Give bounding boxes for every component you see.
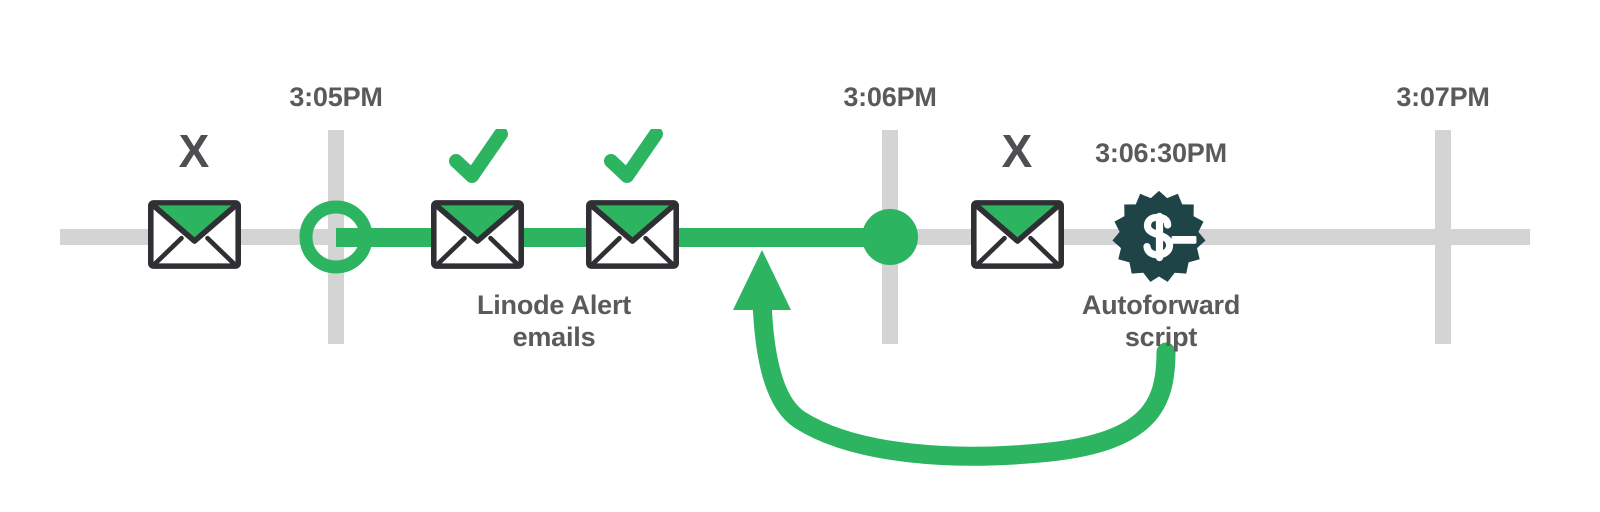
- autoforward-time-label: 3:06:30PM: [1095, 138, 1227, 168]
- tick-307-line: [1435, 130, 1451, 344]
- x-icon: X: [178, 125, 210, 177]
- envelope-icon: [974, 203, 1061, 266]
- autoforward-script-label: Autoforward script: [1081, 290, 1241, 352]
- envelope-icon: [434, 203, 521, 266]
- envelope-icon: [151, 203, 238, 266]
- autoforward-feedback-arrow: [733, 250, 1176, 466]
- arrow-head-icon: [733, 250, 791, 310]
- check-icon: [456, 134, 501, 176]
- start-marker: [299, 200, 373, 274]
- gear-dollar-icon: [1112, 191, 1205, 282]
- x-icon: X: [1001, 125, 1033, 177]
- end-marker: [862, 209, 918, 265]
- linode-alert-emails-label: Linode Alert emails: [476, 290, 632, 352]
- tick-label-306: 3:06PM: [843, 82, 937, 112]
- envelope-icon: [589, 203, 676, 266]
- tick-label-305: 3:05PM: [289, 82, 383, 112]
- check-icon: [611, 134, 656, 176]
- tick-label-307: 3:07PM: [1396, 82, 1490, 112]
